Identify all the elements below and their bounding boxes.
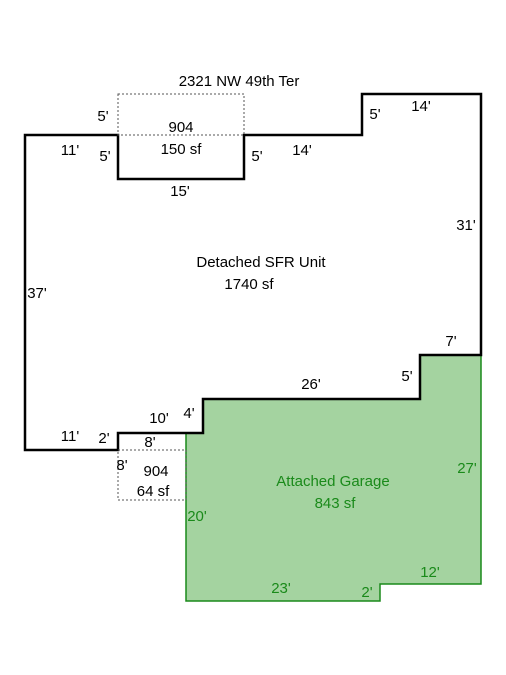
dim-label: 5' (251, 148, 262, 165)
dim-label: 7' (445, 333, 456, 350)
dim-label: 31' (456, 217, 476, 234)
dim-label: 15' (170, 183, 190, 200)
dim-label: 27' (457, 460, 477, 477)
dim-label: 4' (183, 405, 194, 422)
dim-label: 2' (98, 430, 109, 447)
dim-label: 14' (292, 142, 312, 159)
dim-label: 12' (420, 564, 440, 581)
dim-label: 8' (116, 457, 127, 474)
dim-label: 2' (361, 584, 372, 601)
dim-label: 8' (144, 434, 155, 451)
garage-area-name: Attached Garage (276, 473, 389, 490)
dim-label: 5' (369, 106, 380, 123)
dim-label: 5' (401, 368, 412, 385)
dim-label: 11' (61, 428, 80, 445)
bump-top-code: 904 (168, 119, 193, 136)
bump-top-area: 150 sf (161, 141, 203, 158)
main-area-name: Detached SFR Unit (196, 254, 326, 271)
dim-label: 10' (149, 410, 169, 427)
bump-bottom-area: 64 sf (137, 483, 170, 500)
dim-label: 37' (27, 285, 47, 302)
house-outline (23, 92, 483, 452)
garage-area-size: 843 sf (315, 495, 357, 512)
dim-label: 5' (97, 108, 108, 125)
dim-label: 26' (301, 376, 321, 393)
dim-label: 11' (61, 142, 80, 159)
bump-out-bottom (117, 449, 187, 501)
dim-label: 14' (411, 98, 431, 115)
main-area-size: 1740 sf (224, 276, 274, 293)
bump-bottom-code: 904 (143, 463, 168, 480)
bump-out-top (117, 93, 245, 136)
dim-label: 23' (271, 580, 291, 597)
dim-label: 20' (187, 508, 207, 525)
address-label: 2321 NW 49th Ter (179, 73, 300, 90)
dim-label: 5' (99, 148, 110, 165)
